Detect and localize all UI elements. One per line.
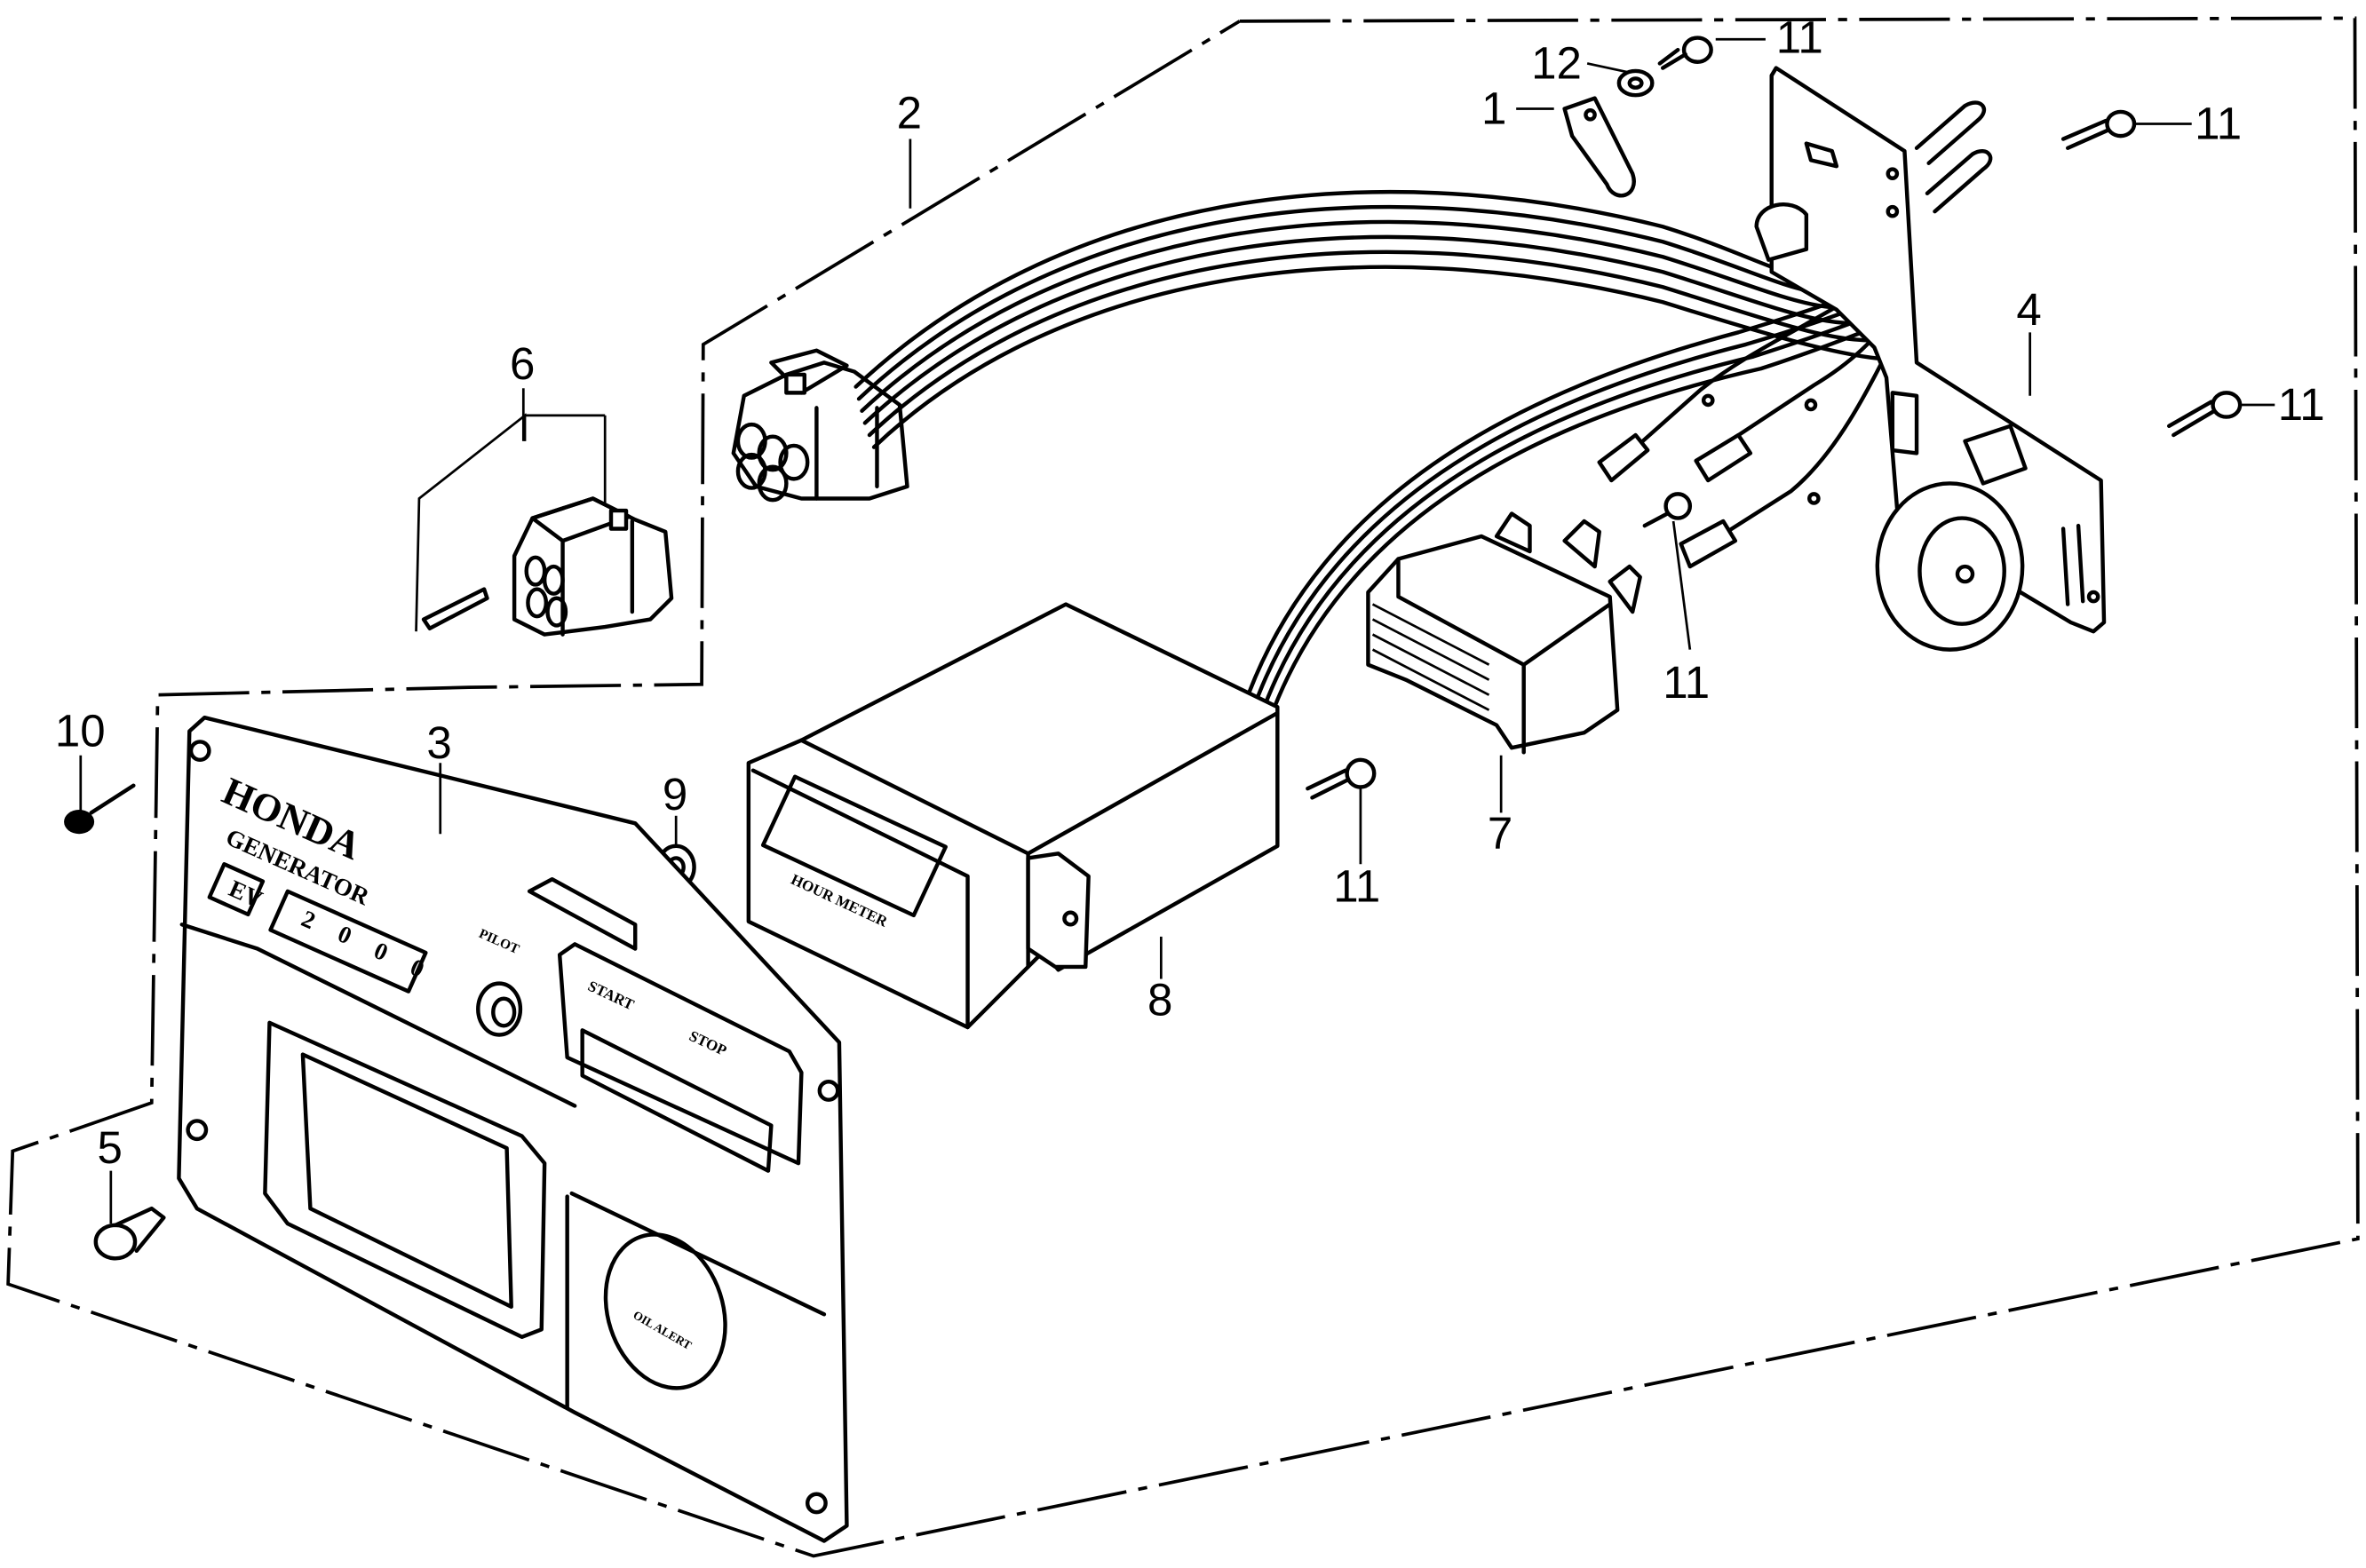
part-11-screw-upper-right bbox=[2060, 109, 2137, 150]
part-8-hour-meter: HOUR METER bbox=[746, 602, 1280, 1030]
callout-7: 7 bbox=[1488, 808, 1512, 859]
part-3-front-panel: HONDA GENERATOR EV 2 0 0 0 PILOT START S… bbox=[177, 715, 849, 1543]
callout-5: 5 bbox=[98, 1122, 123, 1173]
part-2-wire-harness bbox=[731, 189, 1892, 503]
part-4-bracket-board bbox=[1754, 66, 2107, 652]
callout-11-center: 11 bbox=[1663, 657, 1710, 708]
part-6-connector bbox=[421, 496, 674, 637]
part-5-knob bbox=[93, 1206, 166, 1261]
callout-1: 1 bbox=[1481, 83, 1506, 134]
leader-lines bbox=[79, 37, 2275, 1224]
terminal-leads bbox=[1597, 266, 1900, 569]
part-11-screw-right bbox=[2166, 391, 2243, 438]
callout-11-right: 11 bbox=[2278, 379, 2325, 430]
callout-8: 8 bbox=[1147, 974, 1172, 1025]
part-14-washer bbox=[1616, 68, 1655, 98]
callout-9: 9 bbox=[663, 769, 687, 820]
callout-4: 4 bbox=[2016, 284, 2041, 335]
callout-2: 2 bbox=[897, 88, 922, 139]
callout-6: 6 bbox=[510, 338, 535, 389]
callout-14: 12 bbox=[1531, 37, 1582, 88]
part-1-cord-clamp bbox=[1562, 96, 1636, 198]
part-13-screw bbox=[1306, 757, 1377, 800]
callout-13: 11 bbox=[1333, 861, 1380, 912]
part-12-screw bbox=[1657, 36, 1713, 70]
part-7-switch bbox=[1366, 511, 1642, 755]
assembly-boundary bbox=[6, 16, 2360, 1558]
callout-11-upper-right: 11 bbox=[2195, 99, 2242, 149]
callout-12: 11 bbox=[1776, 12, 1823, 63]
callout-labels: 2 6 3 10 9 5 8 7 11 11 4 1 12 11 11 11 bbox=[55, 12, 2325, 1174]
callout-3: 3 bbox=[426, 717, 451, 768]
part-10-screw bbox=[64, 783, 136, 835]
callout-10: 10 bbox=[55, 706, 106, 756]
part-11-screw-center bbox=[1642, 492, 1693, 528]
